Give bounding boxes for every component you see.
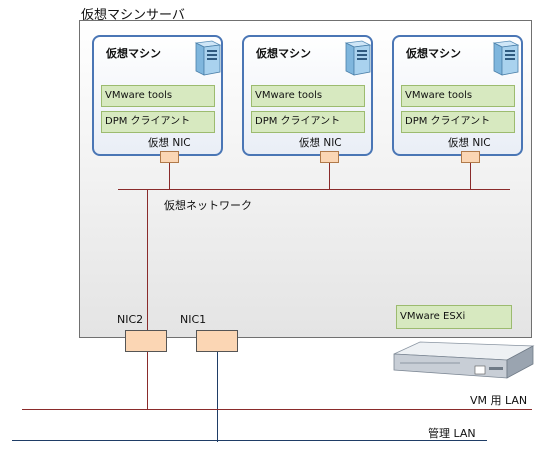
nic1-to-mgmt-lan-line xyxy=(217,352,218,442)
virtual-network-uplink xyxy=(147,189,148,330)
vnic-drop-line xyxy=(329,163,330,189)
vm-title: 仮想マシン xyxy=(406,47,461,60)
pc-tower-icon xyxy=(344,40,372,76)
vmware-esxi: VMware ESXi xyxy=(396,305,512,329)
pc-tower-icon xyxy=(492,40,520,76)
nic2-to-vm-lan-line xyxy=(147,352,148,409)
virtual-nic-label: 仮想 NIC xyxy=(148,137,191,149)
nic2-port xyxy=(125,330,167,352)
virtual-nic-port xyxy=(320,151,339,163)
vm-title: 仮想マシン xyxy=(106,47,161,60)
management-lan-line xyxy=(12,440,487,441)
virtual-nic-label: 仮想 NIC xyxy=(448,137,491,149)
nic1-port xyxy=(196,330,238,352)
virtual-machine-1: 仮想マシン VMware tools DPM クライアント xyxy=(92,35,223,156)
vm-lan-label: VM 用 LAN xyxy=(470,394,528,407)
dpm-client: DPM クライアント xyxy=(401,111,515,133)
dpm-client: DPM クライアント xyxy=(251,111,365,133)
server-title: 仮想マシンサーバ xyxy=(81,8,185,23)
virtual-machine-2: 仮想マシン VMware tools DPM クライアント xyxy=(242,35,373,156)
vnic-drop-line xyxy=(470,163,471,189)
nic1-label: NIC1 xyxy=(180,313,207,326)
vmware-tools: VMware tools xyxy=(251,85,365,107)
vmware-tools: VMware tools xyxy=(401,85,515,107)
virtual-network-label: 仮想ネットワーク xyxy=(164,199,252,212)
management-lan-label: 管理 LAN xyxy=(428,427,476,440)
nic2-label: NIC2 xyxy=(117,313,144,326)
dpm-client: DPM クライアント xyxy=(101,111,215,133)
pc-tower-icon xyxy=(194,40,222,76)
virtual-nic-port xyxy=(160,151,179,163)
vnic-drop-line xyxy=(169,163,170,189)
vm-title: 仮想マシン xyxy=(256,47,311,60)
virtual-nic-label: 仮想 NIC xyxy=(299,137,342,149)
virtual-machine-3: 仮想マシン VMware tools DPM クライアント xyxy=(392,35,523,156)
virtual-nic-port xyxy=(461,151,480,163)
virtual-network-bus xyxy=(118,189,510,190)
rack-server-icon xyxy=(393,341,535,379)
vm-lan-line xyxy=(22,409,532,410)
vmware-tools: VMware tools xyxy=(101,85,215,107)
